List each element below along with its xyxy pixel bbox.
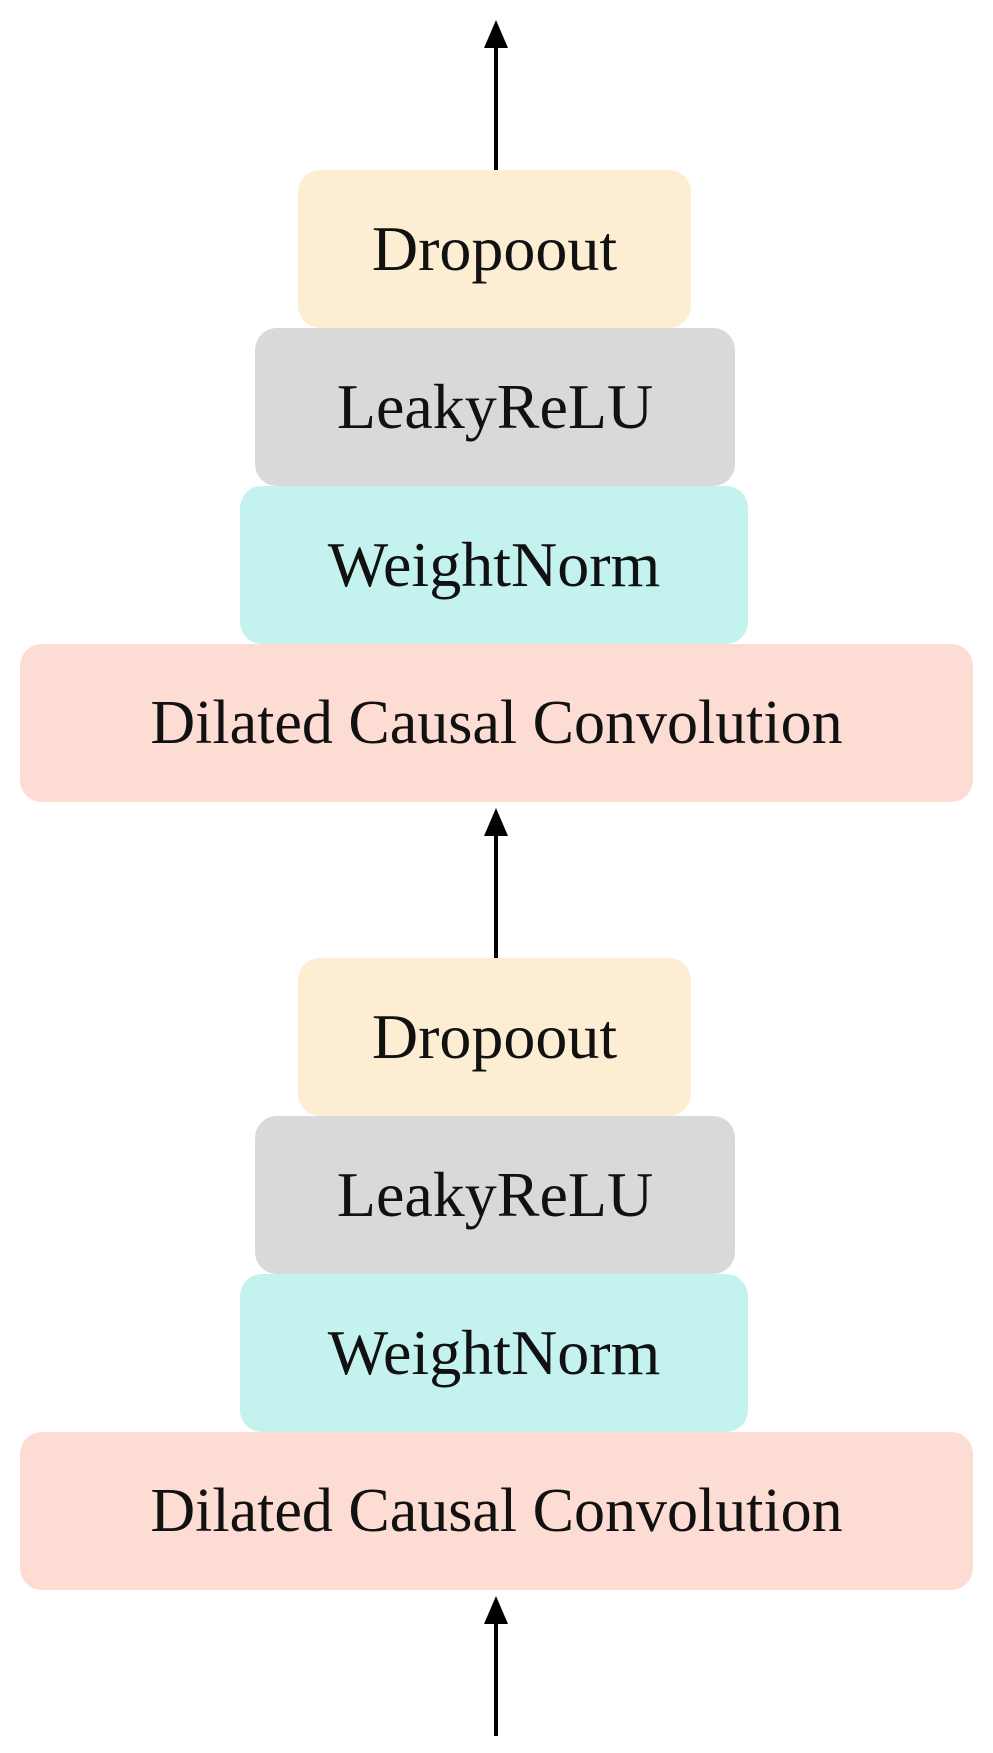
arrow-shaft [494, 1622, 498, 1736]
lower-dropout-layer: Dropoout [298, 958, 691, 1116]
arrow-head [484, 808, 508, 836]
lower-leakyrelu-layer: LeakyReLU [255, 1116, 735, 1274]
arrow-head [484, 20, 508, 48]
input-arrow [484, 1596, 508, 1736]
arrow-shaft [494, 834, 498, 958]
upper-leakyrelu-layer: LeakyReLU [255, 328, 735, 486]
middle-arrow [484, 808, 508, 958]
upper-dropout-label: Dropoout [371, 213, 618, 284]
lower-dilated-conv-layer: Dilated Causal Convolution [20, 1432, 973, 1590]
lower-weightnorm-label: WeightNorm [327, 1317, 661, 1388]
upper-dilated-conv-label: Dilated Causal Convolution [150, 689, 843, 757]
upper-weightnorm-layer: WeightNorm [240, 486, 748, 644]
upper-dilated-conv-layer: Dilated Causal Convolution [20, 644, 973, 802]
upper-weightnorm-label: WeightNorm [327, 529, 661, 600]
upper-dropout-layer: Dropoout [298, 170, 691, 328]
lower-weightnorm-layer: WeightNorm [240, 1274, 748, 1432]
output-arrow [484, 20, 508, 170]
lower-dilated-conv-label: Dilated Causal Convolution [150, 1477, 843, 1545]
lower-leakyrelu-label: LeakyReLU [336, 1159, 654, 1230]
arrow-shaft [494, 46, 498, 170]
lower-dropout-label: Dropoout [371, 1001, 618, 1072]
arrow-head [484, 1596, 508, 1624]
upper-leakyrelu-label: LeakyReLU [336, 371, 654, 442]
